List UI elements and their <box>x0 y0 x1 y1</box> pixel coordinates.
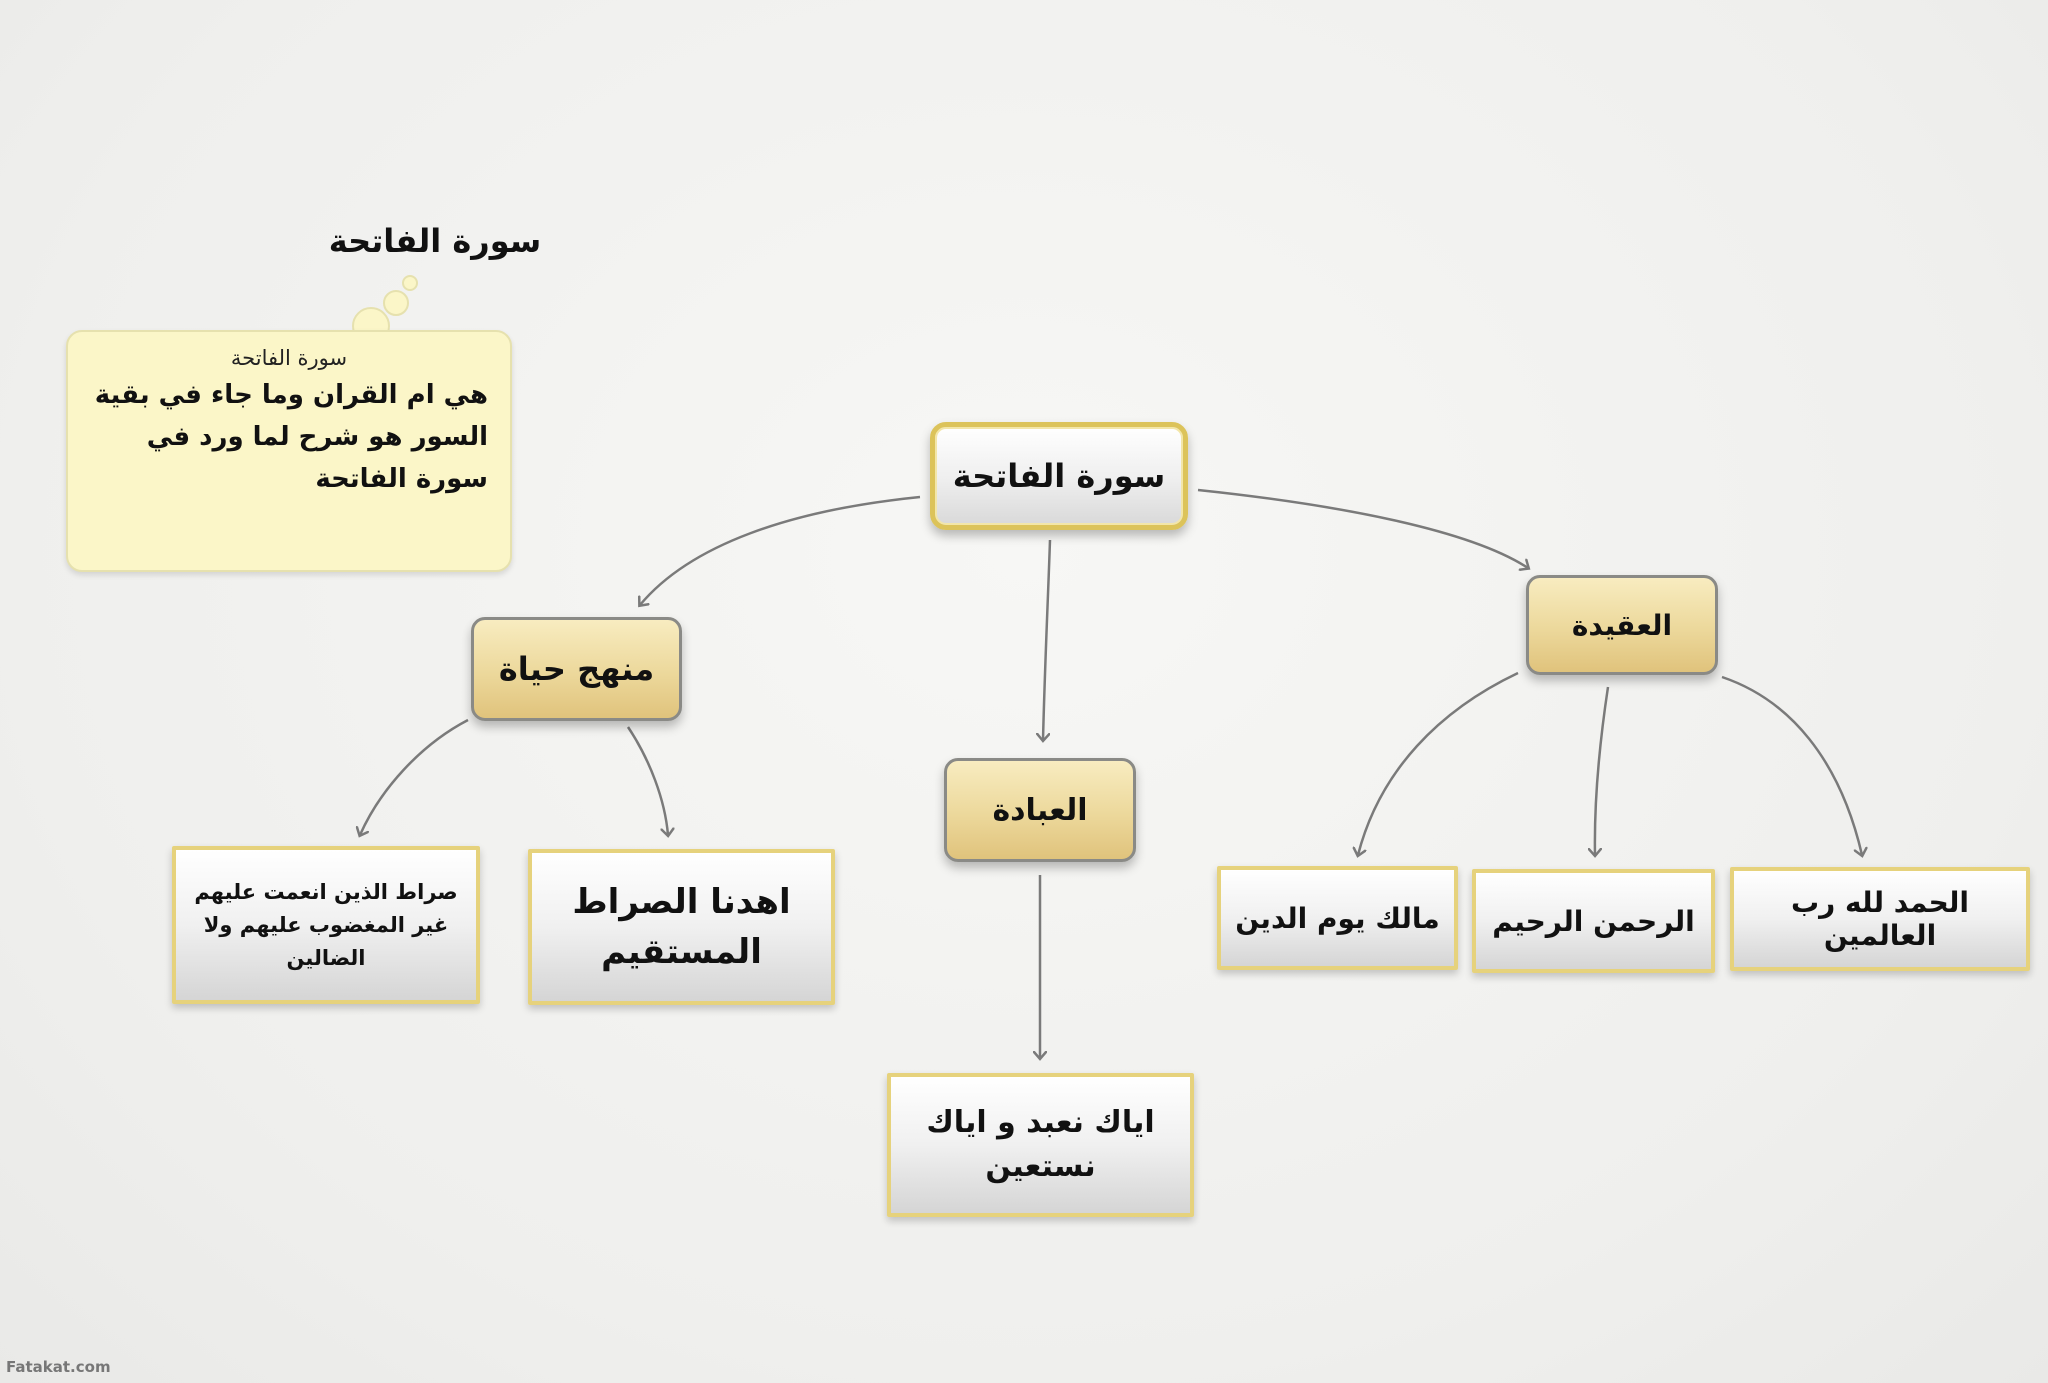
note-bubble-small <box>402 275 418 291</box>
node-ihdina[interactable]: اهدنا الصراط المستقيم <box>528 849 835 1005</box>
arrow-root-manhaj <box>640 495 921 605</box>
note-card[interactable]: سورة الفاتحة هي ام القران وما جاء في بقي… <box>66 330 512 572</box>
node-rahman[interactable]: الرحمن الرحيم <box>1472 869 1715 973</box>
node-iyyaka[interactable]: اياك نعبد و اياك نستعين <box>887 1073 1194 1217</box>
node-rahman-label: الرحمن الرحيم <box>1492 904 1695 938</box>
node-aqeedah-label: العقيدة <box>1571 608 1673 642</box>
node-root[interactable]: سورة الفاتحة <box>930 422 1188 530</box>
note-bubble-medium <box>383 290 409 316</box>
node-root-label: سورة الفاتحة <box>952 457 1166 495</box>
note-body: هي ام القران وما جاء في بقية السور هو شر… <box>94 380 488 494</box>
arrow-aqeedah-rahman <box>1595 686 1610 855</box>
arrow-manhaj-sirat <box>360 718 469 835</box>
node-ihdina-label: اهدنا الصراط المستقيم <box>572 882 791 972</box>
node-ibadah-label: العبادة <box>992 792 1088 828</box>
node-ibadah[interactable]: العبادة <box>944 758 1136 862</box>
arrow-root-aqeedah <box>1197 488 1528 568</box>
arrow-root-ibadah <box>1043 539 1052 740</box>
node-aqeedah[interactable]: العقيدة <box>1526 575 1718 675</box>
node-sirat-label: صراط الذين انعمت عليهم غير المغضوب عليهم… <box>194 879 458 970</box>
node-hamd[interactable]: الحمد لله رب العالمين <box>1730 867 2030 971</box>
node-malik[interactable]: مالك يوم الدين <box>1217 866 1458 970</box>
page-title: سورة الفاتحة <box>328 222 542 260</box>
arrow-aqeedah-hamd <box>1721 675 1862 855</box>
node-hamd-label: الحمد لله رب العالمين <box>1791 886 1969 952</box>
arrow-aqeedah-malik <box>1358 671 1519 855</box>
arrow-manhaj-ihdina <box>626 726 668 835</box>
node-manhaj-label: منهج حياة <box>498 650 655 688</box>
node-malik-label: مالك يوم الدين <box>1235 901 1440 935</box>
note-title: سورة الفاتحة <box>230 346 348 370</box>
node-iyyaka-label: اياك نعبد و اياك نستعين <box>926 1105 1155 1184</box>
node-manhaj[interactable]: منهج حياة <box>471 617 682 721</box>
watermark: Fatakat.com <box>6 1358 111 1376</box>
node-sirat[interactable]: صراط الذين انعمت عليهم غير المغضوب عليهم… <box>172 846 480 1004</box>
